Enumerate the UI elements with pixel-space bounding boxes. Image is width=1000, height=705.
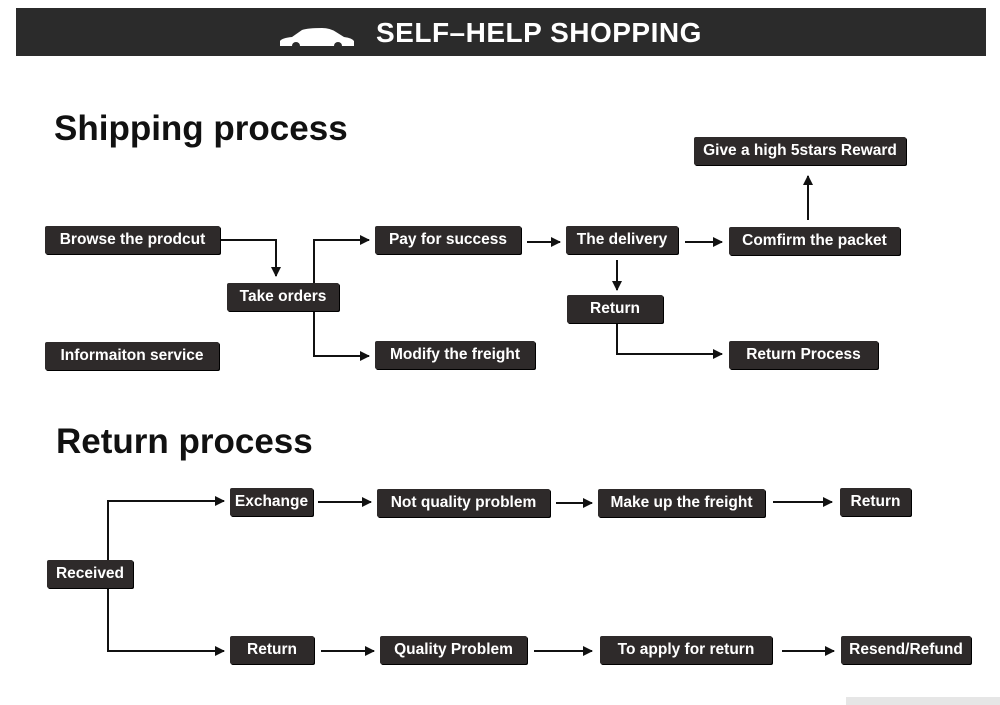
arrow-received-to-return — [107, 588, 225, 656]
node-make-up-freight: Make up the freight — [598, 489, 765, 517]
node-exchange: Exchange — [230, 488, 313, 516]
car-icon — [280, 28, 354, 50]
shipping-process-heading: Shipping process — [54, 109, 348, 148]
node-information-service: Informaiton service — [45, 342, 219, 370]
node-modify-freight: Modify the freight — [375, 341, 535, 369]
node-pay-for-success: Pay for success — [375, 226, 521, 254]
node-not-quality-problem: Not quality problem — [377, 489, 550, 517]
node-five-star-reward: Give a high 5stars Reward — [694, 137, 906, 165]
node-confirm-packet: Comfirm the packet — [729, 227, 900, 255]
node-the-delivery: The delivery — [566, 226, 678, 254]
node-browse-product: Browse the prodcut — [45, 226, 220, 254]
page-title: SELF–HELP SHOPPING — [376, 17, 702, 48]
node-quality-problem: Quality Problem — [380, 636, 527, 664]
node-apply-for-return: To apply for return — [600, 636, 772, 664]
arrow-orders-to-pay — [313, 235, 370, 284]
arrow-received-to-exchange — [107, 496, 225, 560]
arrow-browse-to-orders — [220, 239, 281, 277]
node-take-orders: Take orders — [227, 283, 339, 311]
node-return-shipping: Return — [567, 295, 663, 323]
footer-strip — [846, 697, 1000, 705]
return-process-heading: Return process — [56, 422, 313, 461]
arrow-return-to-process — [616, 322, 723, 359]
arrow-orders-to-modify — [313, 311, 370, 361]
header-banner: SELF–HELP SHOPPING — [16, 8, 986, 56]
node-return-final: Return — [840, 488, 911, 516]
node-received: Received — [47, 560, 133, 588]
node-return-process: Return Process — [729, 341, 878, 369]
node-resend-refund: Resend/Refund — [841, 636, 971, 664]
node-return-branch: Return — [230, 636, 314, 664]
